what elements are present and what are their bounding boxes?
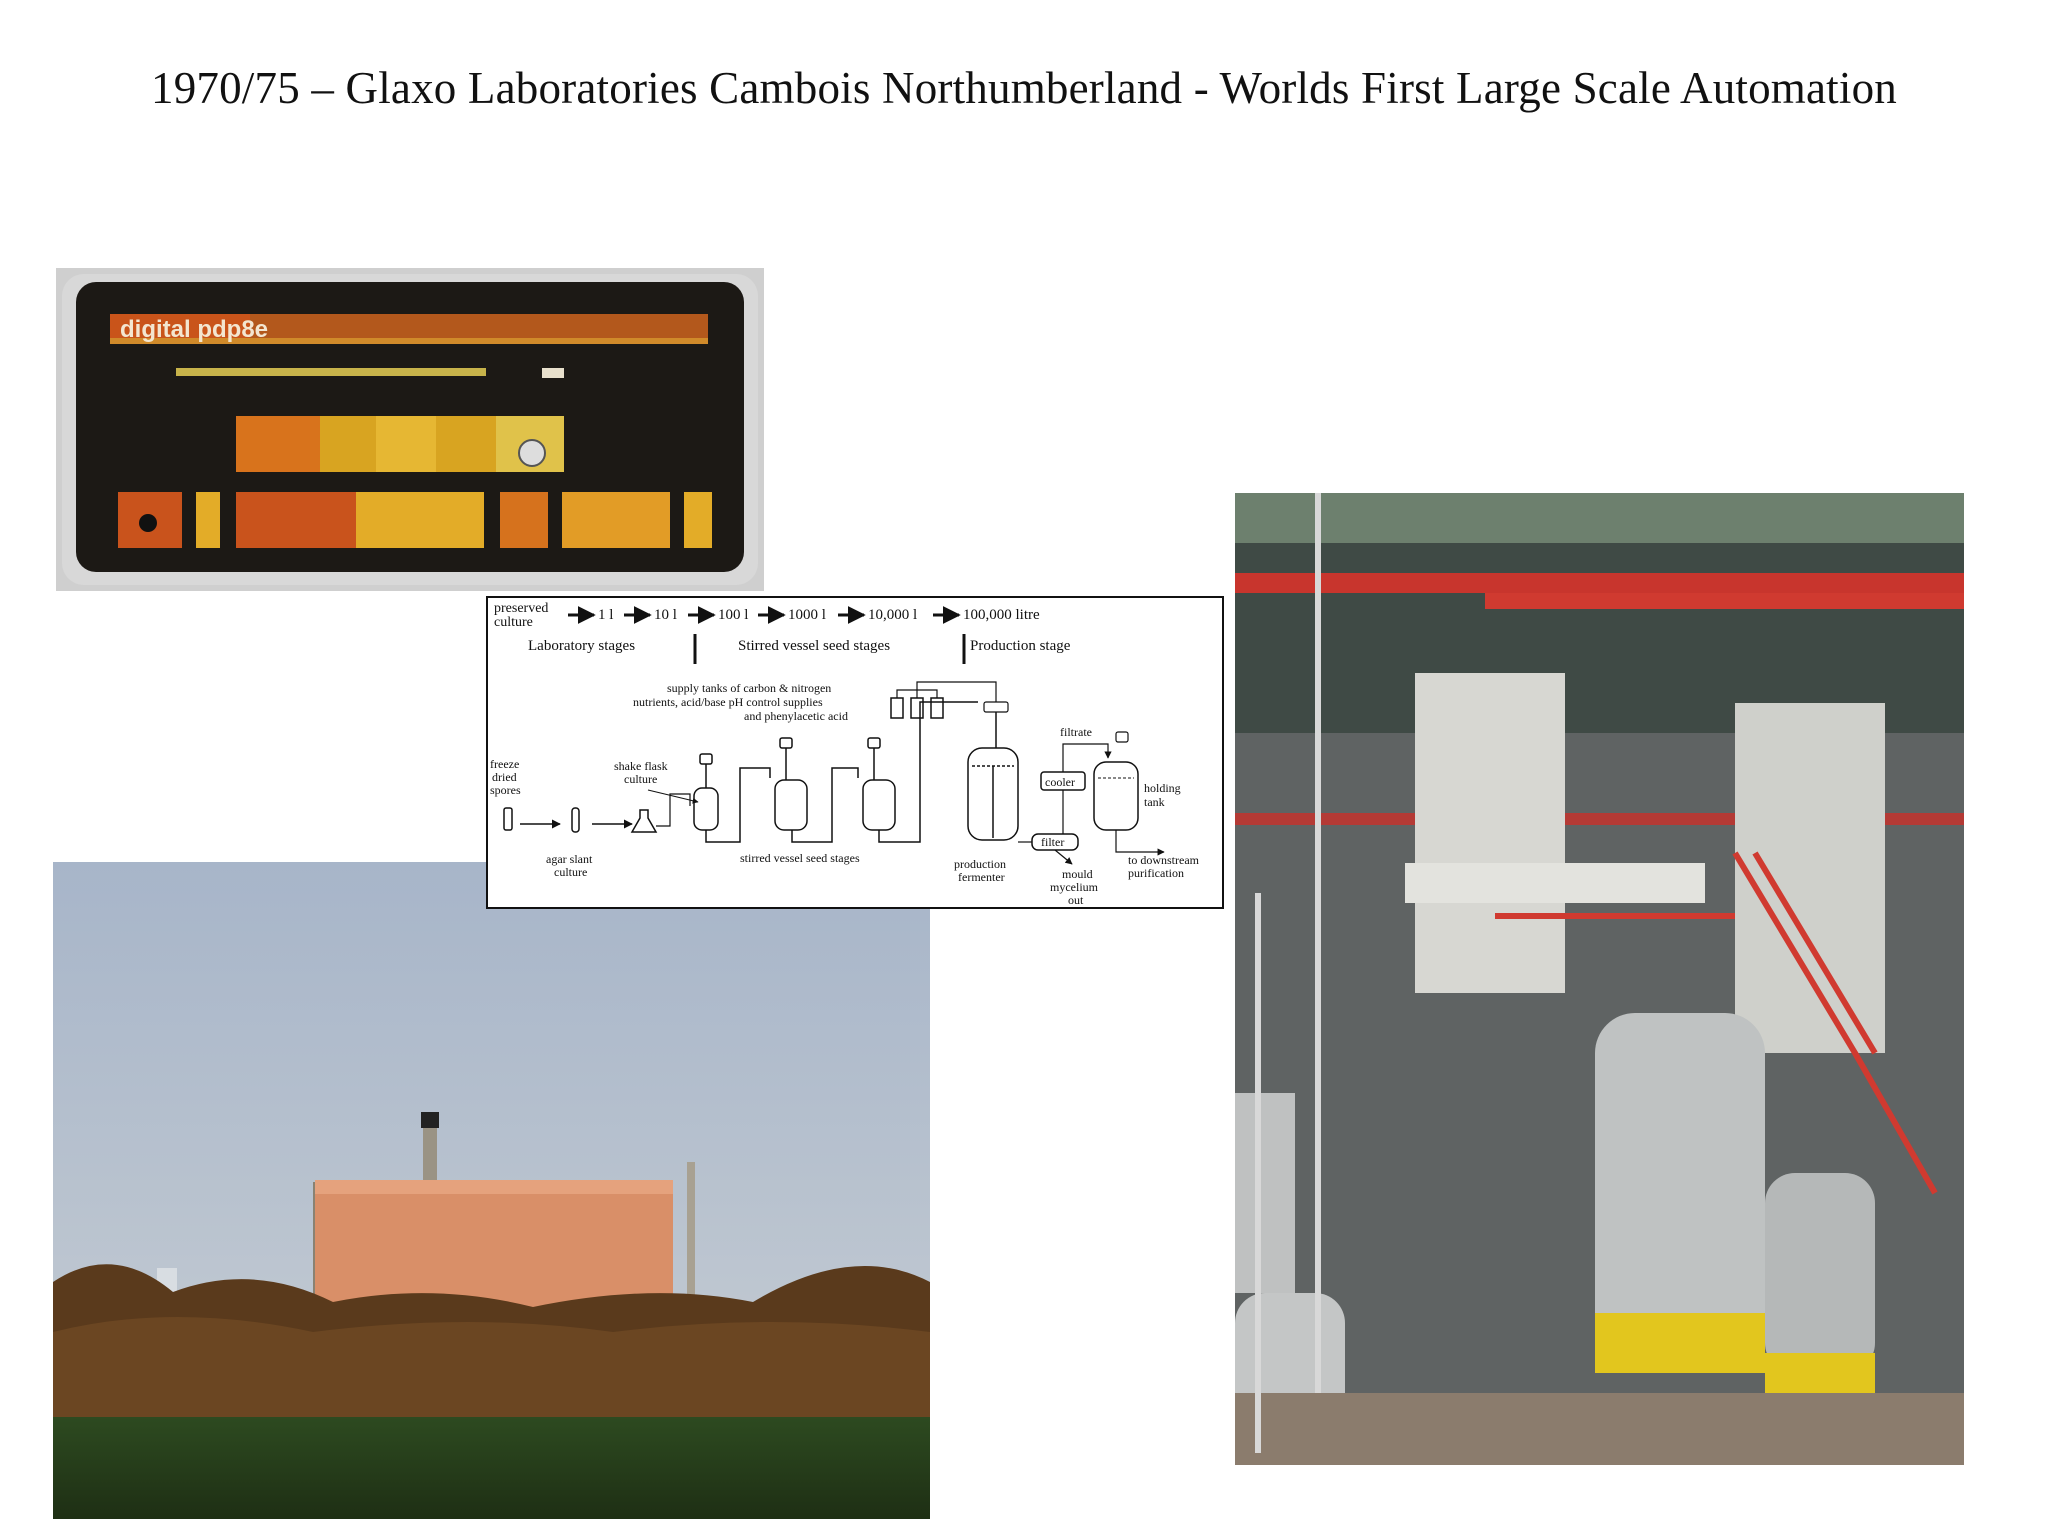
label-downstream: to downstream (1128, 853, 1200, 867)
flow-1000l: 1000 l (788, 607, 826, 623)
flow-100l: 100 l (718, 607, 748, 623)
label-filtrate: filtrate (1060, 725, 1092, 739)
label-filter: filter (1041, 835, 1064, 849)
label-dried: dried (492, 770, 517, 784)
stage-production: Production stage (970, 638, 1071, 654)
label-out: out (1068, 893, 1084, 907)
factory-interior-photo (1235, 493, 1964, 1465)
supply-line-3: and phenylacetic acid (744, 709, 848, 723)
process-diagram: preserved culture 1 l 10 l 100 l 1000 l … (486, 596, 1224, 909)
plant-exterior-photo (53, 862, 930, 1519)
label-holding: holding (1144, 781, 1181, 795)
label-shake-culture: culture (624, 772, 657, 786)
flow-culture: culture (494, 615, 533, 630)
stage-lab: Laboratory stages (528, 638, 635, 654)
label-production: production (954, 857, 1006, 871)
label-agar-culture: culture (554, 865, 587, 879)
slide-title: 1970/75 – Glaxo Laboratories Cambois Nor… (151, 63, 1897, 113)
label-purification: purification (1128, 866, 1184, 880)
pdp8-panel-photo: digital pdp8e (56, 268, 764, 591)
panel-brand: digital pdp8e (120, 316, 268, 343)
label-agar: agar slant (546, 852, 593, 866)
flow-100000l: 100,000 litre (963, 607, 1040, 623)
label-stirred: stirred vessel seed stages (740, 851, 860, 865)
label-tank: tank (1144, 795, 1165, 809)
flow-10000l: 10,000 l (868, 607, 917, 623)
label-cooler: cooler (1045, 775, 1075, 789)
supply-line-2: nutrients, acid/base pH control supplies (633, 695, 823, 709)
flow-10l: 10 l (654, 607, 677, 623)
label-freeze: freeze (490, 757, 519, 771)
label-shake: shake flask (614, 759, 668, 773)
label-mould: mould (1062, 867, 1093, 881)
label-spores: spores (490, 783, 521, 797)
supply-line-1: supply tanks of carbon & nitrogen (667, 681, 831, 695)
label-mycelium: mycelium (1050, 880, 1099, 894)
stage-seed: Stirred vessel seed stages (738, 638, 890, 654)
label-fermenter: fermenter (958, 870, 1005, 884)
flow-preserved: preserved (494, 601, 548, 616)
flow-1l: 1 l (598, 607, 613, 623)
